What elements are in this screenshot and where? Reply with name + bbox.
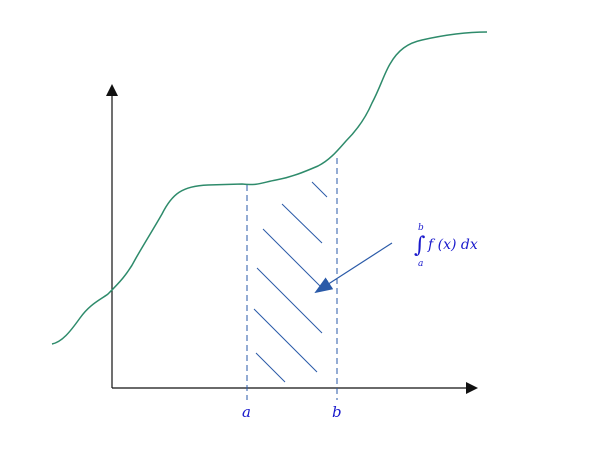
integral-body: f (x) dx — [427, 237, 478, 253]
label-a: a — [242, 403, 251, 421]
hatch-line — [256, 267, 323, 334]
function-curve — [51, 31, 488, 345]
shaded-area-hatching — [253, 181, 328, 383]
integral-expression: ∫ b a f (x) dx — [414, 223, 478, 269]
integral-upper-limit: b — [418, 223, 424, 233]
pointer-arrow — [314, 242, 393, 294]
hatch-line — [262, 228, 322, 288]
integral-lower-limit: a — [418, 259, 423, 269]
hatch-line — [311, 181, 328, 198]
hatch-line — [253, 308, 318, 373]
label-b: b — [332, 403, 342, 421]
integral-sign: ∫ — [414, 233, 426, 258]
hatch-line — [281, 203, 323, 244]
hatch-line — [255, 352, 286, 383]
